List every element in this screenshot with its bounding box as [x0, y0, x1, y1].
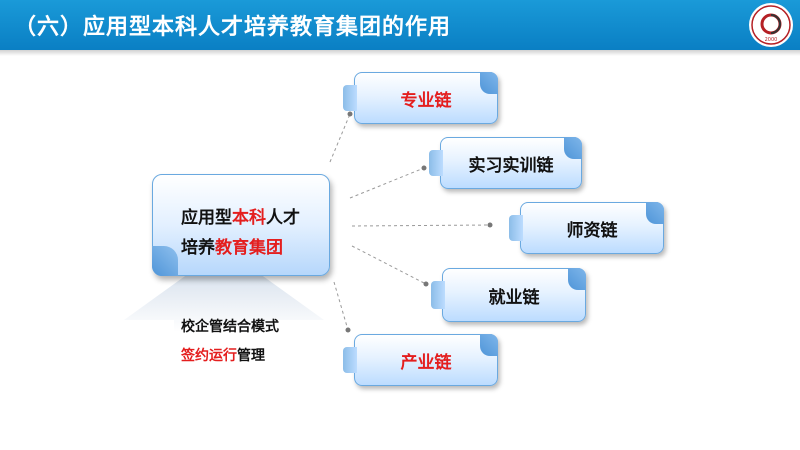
management-line-2: 签约运行管理	[181, 345, 265, 365]
chain-card-teachers: 师资链	[509, 202, 664, 254]
header-shadow	[0, 50, 800, 56]
header-bar: （六）应用型本科人才培养教育集团的作用 2000	[0, 0, 800, 50]
management-line-2-rest: 管理	[237, 348, 265, 364]
connector-5	[333, 281, 349, 331]
chain-card-major: 专业链	[343, 72, 498, 124]
chain-label-employment: 就业链	[488, 287, 540, 308]
management-line-2-red: 签约运行	[181, 348, 237, 364]
chain-card-employment: 就业链	[431, 268, 586, 322]
connector-1	[329, 113, 351, 163]
chain-label-industry: 产业链	[400, 352, 452, 373]
center-card: 应用型本科人才 培养教育集团	[152, 174, 330, 276]
logo-year: 2000	[765, 37, 778, 43]
chain-card-industry: 产业链	[343, 334, 498, 386]
center-card-fold	[152, 246, 178, 276]
chain-card-practice: 实习实训链	[429, 137, 582, 189]
connector-3	[351, 224, 491, 227]
chain-label-teachers: 师资链	[566, 220, 618, 241]
connector-2	[349, 167, 425, 199]
management-arrow	[124, 248, 324, 332]
page-title: （六）应用型本科人才培养教育集团的作用	[14, 15, 452, 40]
management-line-1: 校企管结合模式	[181, 319, 279, 335]
chain-label-practice: 实习实训链	[468, 155, 554, 176]
connector-4	[351, 245, 427, 285]
chain-label-major: 专业链	[400, 90, 452, 111]
university-logo: 2000	[749, 3, 793, 47]
center-line-1: 应用型本科人才	[181, 208, 300, 228]
center-line-2: 培养教育集团	[181, 238, 283, 258]
